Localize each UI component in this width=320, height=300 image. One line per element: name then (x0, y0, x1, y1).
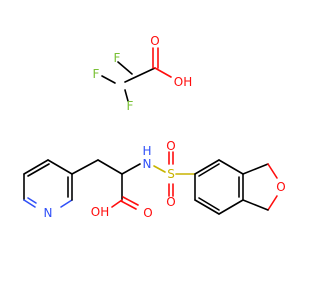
bond (117, 61, 133, 75)
bond (242, 163, 269, 175)
bond (242, 199, 269, 211)
bond (267, 163, 278, 179)
oxygen-atom: O (143, 206, 152, 220)
bond (122, 196, 139, 206)
hydroxyl-group: OH (91, 205, 109, 219)
amino-acid-backbone (71, 159, 141, 210)
bond (23, 199, 36, 208)
bond (60, 199, 73, 208)
hydrogen-atom: H (142, 144, 151, 158)
bond (97, 159, 123, 175)
oxygen-atom: O (166, 139, 175, 153)
bond (194, 159, 220, 175)
oxygen-atom: O (276, 180, 285, 194)
oxygen-atom: O (166, 195, 175, 209)
bond (120, 200, 137, 210)
pyridine-ring (23, 159, 73, 208)
bond (71, 159, 99, 175)
sulfur-atom: S (167, 167, 175, 181)
nitrogen-atom: N (44, 206, 53, 220)
bond (121, 163, 141, 175)
bond (101, 75, 116, 84)
bond (23, 159, 49, 175)
fluorine-atom: F (127, 99, 134, 113)
oxygen-atom: O (150, 34, 159, 48)
bond (198, 197, 220, 211)
chemical-structure-diagram: F F F O OH H N S O O O N OH O (23, 34, 286, 220)
bond (124, 89, 129, 102)
trifluoroacetic-acid (101, 47, 172, 102)
bond (153, 165, 166, 173)
bond (218, 199, 244, 215)
bond (124, 67, 156, 83)
bond (194, 199, 220, 215)
bond (47, 159, 73, 175)
bond (27, 197, 37, 204)
fluorine-atom: F (93, 67, 100, 81)
fluorine-atom: F (114, 51, 121, 65)
atom-labels: F F F O OH H N S O O O N OH O (44, 34, 286, 220)
bond (267, 195, 278, 211)
hydroxyl-group: OH (174, 75, 192, 89)
bond (218, 159, 244, 175)
bond (198, 163, 220, 177)
nitrogen-atom: N (143, 157, 152, 171)
bond (154, 67, 172, 78)
sulfonamide-group (153, 151, 196, 197)
dihydroisobenzofuran-ring (194, 159, 278, 215)
bond (27, 163, 50, 177)
